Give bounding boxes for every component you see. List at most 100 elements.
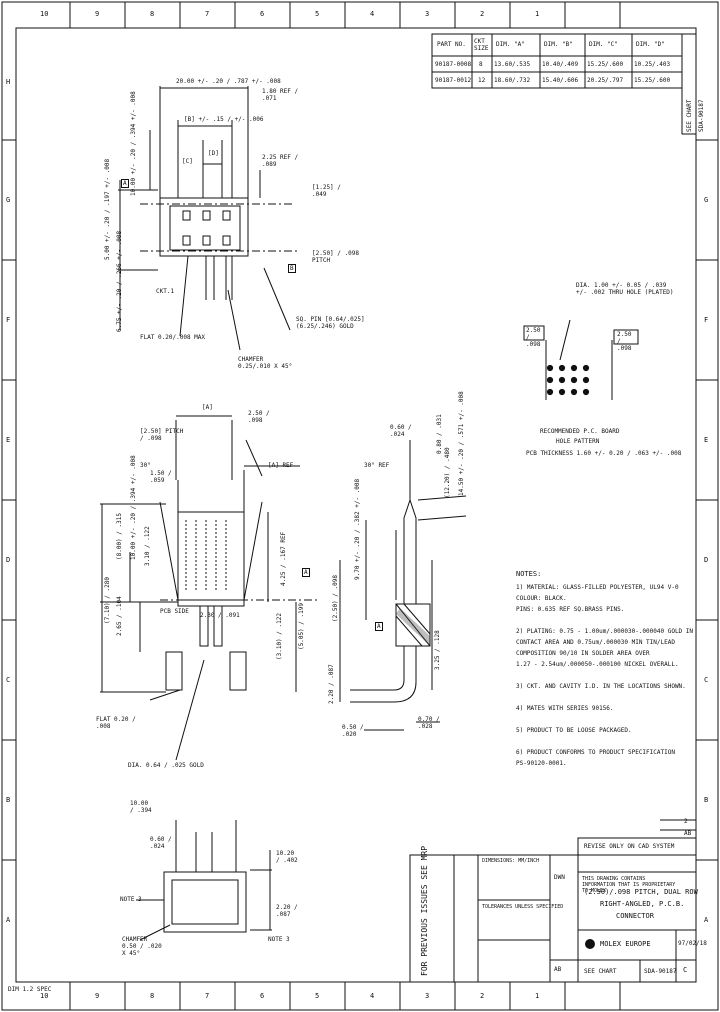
zone-left-f: F — [6, 316, 11, 324]
zone-left-d: D — [6, 556, 11, 564]
bottom-view-body — [163, 871, 247, 933]
bottom-dim-1020: 10.20 / .402 — [276, 850, 298, 864]
front-dim-265: 2.65 / .104 — [116, 596, 123, 636]
pcb-dim-left: 2.50 / .098 — [526, 327, 541, 348]
zone-bottom-5: 5 — [315, 992, 320, 1000]
pcb-caption-3: PCB THICKNESS 1.60 +/- 0.20 / .063 +/- .… — [526, 450, 682, 457]
sheet-size: C — [683, 966, 688, 974]
zone-top-8: 8 — [150, 10, 155, 18]
front-dim-230: 2.30 / .091 — [200, 612, 240, 619]
zone-bottom-1: 1 — [535, 992, 540, 1000]
table-cell: 15.25/.600 — [587, 61, 624, 68]
zone-left-e: E — [6, 436, 11, 444]
datum-a-top: A — [121, 179, 129, 188]
front-dim-150: 1.50 / .059 — [150, 470, 172, 484]
front-angle: 30° — [140, 462, 151, 469]
front-dim-a: [A] — [202, 404, 213, 411]
side-dim-070: 0.70 / .028 — [418, 716, 440, 730]
table-cell: 15.40/.606 — [542, 77, 579, 84]
notes-list: 1) MATERIAL: GLASS-FILLED POLYESTER, UL9… — [516, 584, 693, 771]
table-header-dim-c: DIM. "C" — [589, 41, 618, 48]
pcb-dim-right: 2.50 / .098 — [617, 331, 632, 352]
pcb-caption-1: RECOMMENDED P.C. BOARD — [540, 428, 620, 435]
top-view-body — [159, 197, 249, 257]
side-dim-050: 0.50 / .020 — [342, 724, 364, 738]
zone-top-9: 9 — [95, 10, 100, 18]
table-header-ckt-size: CKT SIZE — [474, 38, 489, 52]
tb-small-1: DIMENSIONS: MM/INCH — [482, 858, 540, 864]
side-view-contact — [403, 498, 417, 605]
tb-small-3: THIS DRAWING CONTAINS INFORMATION THAT I… — [582, 876, 676, 894]
datum-a-side: A — [375, 622, 383, 631]
zone-top-2: 2 — [480, 10, 485, 18]
zone-right-a: A — [704, 916, 709, 924]
table-cell: 12 — [478, 77, 486, 84]
table-header-dim-a: DIM. "A" — [496, 41, 525, 48]
side-strip-chart: SEE CHART — [686, 99, 693, 132]
title-line-1: (2.50)/.098 PITCH, DUAL ROW — [584, 888, 698, 896]
note-item: PS-90120-0001. — [516, 760, 567, 767]
rev-line-1: 2 — [684, 818, 688, 825]
front-dim-710: (7.10) / .280 — [104, 577, 111, 624]
zone-right-f: F — [704, 316, 709, 324]
zone-left-c: C — [6, 676, 11, 684]
top-dim-125: [1.25] / .049 — [312, 184, 341, 198]
note-item: 6) PRODUCT CONFORMS TO PRODUCT SPECIFICA… — [516, 749, 675, 756]
previous-issues-note: FOR PREVIOUS ISSUES SEE MRP — [420, 845, 429, 976]
zone-bottom-8: 8 — [150, 992, 155, 1000]
note-item: 1.27 - 2.54um/.000050-.000100 NICKEL OVE… — [516, 661, 679, 668]
front-flat-note: FLAT 0.20 / .008 — [96, 716, 136, 730]
bottom-note3b: NOTE 3 — [268, 936, 290, 943]
top-dim-left-a: 10.00 +/- .20 / .394 +/- .008 — [130, 91, 137, 196]
rev-code: AB — [554, 966, 562, 973]
reviews-note: REVISE ONLY ON CAD SYSTEM — [584, 843, 675, 850]
note-item: COMPOSITION 90/10 IN SOLDER AREA OVER — [516, 650, 650, 657]
zone-bottom-4: 4 — [370, 992, 375, 1000]
side-dim-970: 9.70 +/- .20 / .382 +/- .008 — [354, 478, 361, 580]
side-dim-325: 3.25 / .128 — [434, 630, 441, 670]
side-dim-220: 2.20 / .087 — [328, 664, 335, 704]
zone-right-c: C — [704, 676, 709, 684]
notes-title: NOTES: — [516, 570, 542, 578]
table-cell: 8 — [479, 61, 483, 68]
zone-right-d: D — [704, 556, 709, 564]
zone-top-6: 6 — [260, 10, 265, 18]
zone-left-g: G — [6, 196, 11, 204]
zone-right-b: B — [704, 796, 709, 804]
note-item: COLOUR: BLACK. — [516, 595, 567, 602]
table-cell: 10.25/.403 — [634, 61, 671, 68]
zone-top-1: 1 — [535, 10, 540, 18]
top-dim-d: [D] — [208, 150, 219, 157]
zone-bottom-9: 9 — [95, 992, 100, 1000]
front-dim-425: 4.25 / .167 REF — [280, 531, 287, 586]
title-line-3: CONNECTOR — [616, 912, 654, 920]
top-sq-pin-note: SQ. PIN [0.64/.025] (6.25/.246) GOLD — [296, 316, 365, 330]
note-item: 2) PLATING: 0.75 - 1.00um/.000030-.00004… — [516, 628, 694, 635]
table-cell: 18.60/.732 — [494, 77, 531, 84]
front-view-body — [177, 511, 245, 601]
top-pitch: [2.50] / .098 PITCH — [312, 250, 359, 264]
table-cell: 90187-0008 — [435, 61, 472, 68]
bottom-dim-060: 0.60 / .024 — [150, 836, 172, 850]
top-dim-b: [B] +/- .15 / +/- .006 — [184, 116, 264, 123]
zone-left-b: B — [6, 796, 11, 804]
top-dim-left-b: 5.00 +/- .20 / .197 +/- .008 — [104, 158, 111, 260]
top-flat-note: FLAT 0.20/.008 MAX — [140, 334, 206, 341]
pcb-hole-note: DIA. 1.00 +/- 0.05 / .039 +/- .002 THRU … — [576, 282, 674, 296]
table-cell: 90187-0012 — [435, 77, 472, 84]
front-dim-310: 3.10 / .122 — [144, 526, 151, 566]
side-dim-1220: (12.20) / .480 — [444, 447, 451, 498]
inner-border — [15, 27, 697, 983]
zone-top-4: 4 — [370, 10, 375, 18]
side-angle: 30° REF — [364, 462, 390, 469]
note-item: PINS: 0.635 REF SQ.BRASS PINS. — [516, 606, 625, 613]
front-dia-note: DIA. 0.64 / .025 GOLD — [128, 762, 204, 769]
zone-left-h: H — [6, 78, 11, 86]
zone-right-g: G — [704, 196, 709, 204]
table-cell: 10.40/.409 — [542, 61, 579, 68]
tb-small-2: TOLERANCES UNLESS SPECIFIED — [482, 904, 564, 910]
zone-top-5: 5 — [315, 10, 320, 18]
front-pcb-side: PCB SIDE — [160, 608, 189, 615]
bottom-dim-220: 2.20 / .087 — [276, 904, 298, 918]
